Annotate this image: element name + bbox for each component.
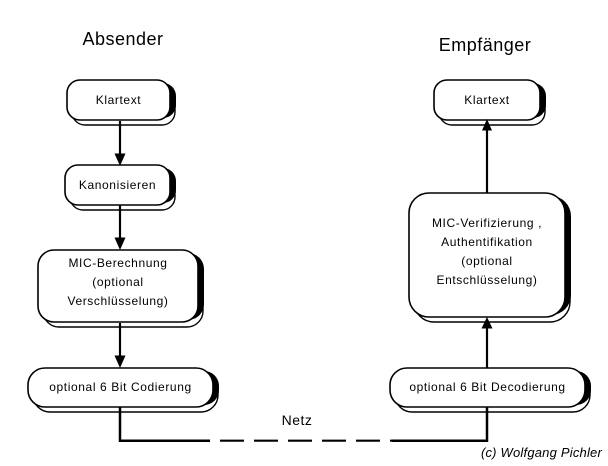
box-label-receiver-klartext: Klartext: [464, 92, 510, 107]
box-sender-kanonisieren: [64, 164, 176, 211]
column-heading-sender: Absender: [82, 29, 164, 49]
arrow-mic-to-codierung: [114, 323, 126, 368]
box-main: [64, 164, 171, 206]
box-label-sender-mic-berechnung: MIC-Berechnung (optional Verschlüsselung…: [67, 256, 169, 308]
network-line-left: [118, 407, 210, 442]
box-label-sender-klartext: Klartext: [95, 92, 142, 107]
arrow-decodierung-to-mic: [481, 317, 493, 368]
column-heading-receiver: Empfänger: [438, 35, 532, 55]
arrowhead-down-icon: [114, 355, 126, 368]
box-label-receiver-decodierung: optional 6 Bit Decodierung: [409, 380, 566, 394]
arrowhead-down-icon: [114, 237, 126, 250]
arrowhead-down-icon: [114, 153, 126, 166]
copyright-text: (c) Wolfgang Pichler: [480, 445, 602, 460]
box-main: [66, 79, 171, 121]
arrow-kanonisieren-to-mic: [114, 205, 126, 250]
arrow-klartext-to-kanonisieren: [114, 121, 126, 166]
box-label-sender-kanonisieren: Kanonisieren: [78, 177, 157, 192]
box-sender-klartext: [66, 79, 176, 126]
box-receiver-klartext: [433, 79, 546, 126]
arrowhead-up-icon: [481, 317, 493, 329]
network-line-right: [392, 407, 489, 442]
box-sender-codierung: [27, 367, 219, 413]
box-receiver-decodierung: [389, 367, 591, 413]
arrowhead-up-icon: [482, 119, 492, 131]
box-main: [37, 249, 199, 323]
box-sender-mic-berechnung: [37, 249, 204, 328]
network-label: Netz: [281, 412, 313, 428]
box-label-receiver-mic-verifizierung: MIC-Verifizierung , Authentifikation (op…: [431, 215, 543, 287]
arrow-mic-to-klartext: [482, 119, 492, 193]
box-label-sender-codierung: optional 6 Bit Codierung: [49, 380, 192, 394]
box-receiver-mic-verifizierung: [408, 192, 571, 323]
